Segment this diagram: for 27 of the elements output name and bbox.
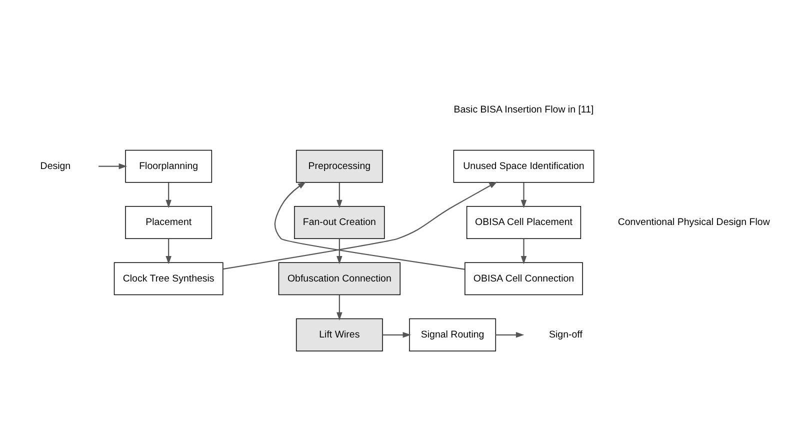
node-box: OBISA Cell Placement <box>466 206 582 238</box>
arrow <box>166 182 172 208</box>
label: Conventional Physical Design Flow <box>618 216 770 228</box>
node-box: Clock Tree Synthesis <box>114 262 224 295</box>
node-box: Fan-out Creation <box>294 206 385 238</box>
node-box: Placement <box>125 206 212 238</box>
node-box: OBISA Cell Connection <box>464 262 583 295</box>
node-box: Obfuscation Connection <box>278 262 400 295</box>
node-text: Sign-off <box>549 328 582 340</box>
arrow <box>336 182 342 208</box>
arrow <box>520 182 527 208</box>
node-box: Lift Wires <box>296 318 383 351</box>
arrow <box>382 332 412 338</box>
arrow <box>222 181 498 270</box>
arrow <box>336 294 342 320</box>
arrow <box>166 238 172 264</box>
arrow <box>98 162 128 169</box>
arrow <box>336 238 342 264</box>
arrow <box>274 181 465 270</box>
arrow <box>496 332 524 338</box>
node-box: Preprocessing <box>296 149 383 182</box>
node-box: Floorplanning <box>125 149 212 182</box>
label: Basic BISA Insertion Flow in [11] <box>454 104 594 116</box>
node-text: Design <box>40 160 71 172</box>
arrow <box>520 238 527 264</box>
node-box: Unused Space Identification <box>453 149 594 182</box>
node-box: Signal Routing <box>409 318 496 351</box>
